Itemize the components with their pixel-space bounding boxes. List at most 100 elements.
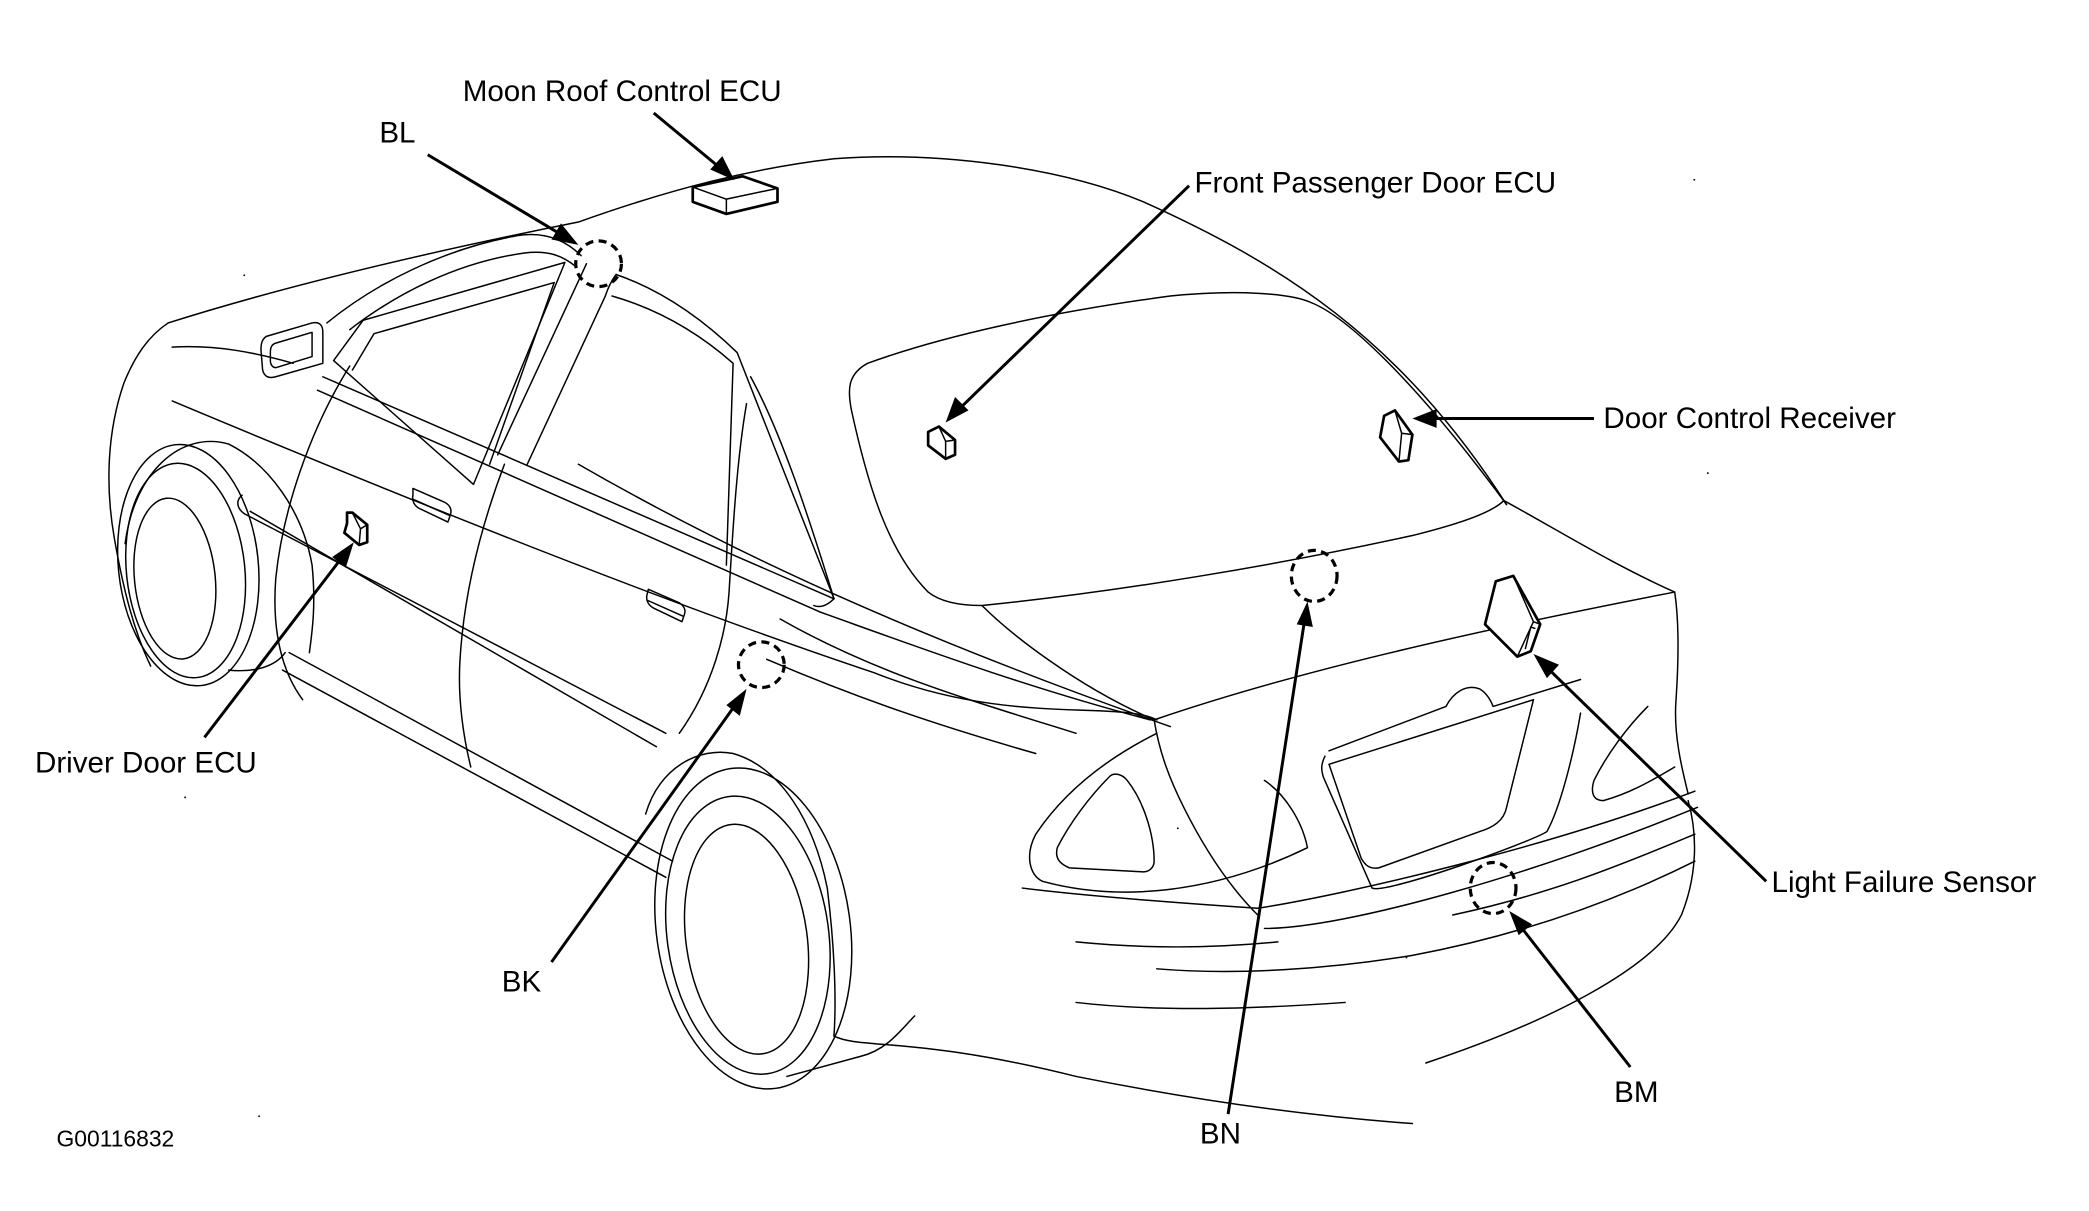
light-failure-sensor-leader <box>1545 666 1768 883</box>
roof-line <box>167 156 1508 506</box>
b-pillar-right <box>526 273 617 465</box>
front-window-frame-inner <box>351 281 555 465</box>
rear-bumper-mid <box>1263 806 1699 930</box>
bn-leader <box>1226 618 1307 1115</box>
side-molding-lower <box>249 510 658 748</box>
rear-bumper-top <box>1021 790 1696 909</box>
rear-quarter-upper <box>819 611 1151 721</box>
moon-roof-ecu-box-icon <box>691 174 779 216</box>
bl-leader <box>426 153 566 239</box>
rear-wheel-arch <box>644 751 836 1037</box>
rear-bumper-lower-edge <box>1075 1001 1346 1010</box>
rear-bumper-line-1 <box>1075 941 1279 948</box>
c-pillar-right <box>1310 302 1508 506</box>
light-failure-sensor-box-icon <box>1483 574 1542 658</box>
window-sill-upper <box>322 376 835 600</box>
connector-bk-marker[interactable] <box>736 640 786 690</box>
hood-line <box>108 322 169 667</box>
rear-tire-outer <box>654 767 853 1090</box>
car-body-outline <box>108 156 1699 1125</box>
windshield-frame-inner <box>348 251 577 331</box>
license-plate-recess <box>1321 712 1582 890</box>
rear-bumper-line-3 <box>1156 860 1696 973</box>
front-passenger-ecu-arrowhead <box>945 396 969 423</box>
beltline-crease-lower <box>577 463 1172 728</box>
moon-roof-ecu-box-edge <box>692 186 779 215</box>
rear-tire-inner <box>664 795 831 1075</box>
connector-bn-marker[interactable] <box>1289 548 1339 604</box>
moon-roof-ecu-arrowhead <box>710 156 735 181</box>
bm-leader <box>1518 924 1632 1068</box>
front-tire-inner <box>124 462 247 679</box>
rear-window-frame-outer <box>615 273 835 608</box>
license-plate-recess-outer <box>1328 678 1582 752</box>
front-passenger-ecu-leader <box>956 184 1191 412</box>
moon-roof-control-ecu-part[interactable] <box>691 174 779 216</box>
front-door-front-edge <box>274 365 351 701</box>
door-control-receiver-arrowhead <box>1412 409 1437 428</box>
rear-bumper-line-2 <box>1452 833 1696 916</box>
front-wheel-rim <box>133 497 217 660</box>
bk-arrowhead <box>726 688 747 716</box>
connector-bl-marker[interactable] <box>574 239 624 289</box>
side-mirror-inner <box>269 331 313 369</box>
trunk-lid-top <box>981 591 1676 721</box>
door-control-receiver-box-edge <box>1394 409 1414 463</box>
front-door-handle <box>411 487 452 523</box>
door-control-receiver-part[interactable] <box>1378 409 1414 463</box>
rear-body-lower <box>833 1035 1414 1125</box>
front-window-frame-outer <box>332 261 566 486</box>
label-front-passenger-door-ecu: Front Passenger Door ECU <box>1194 166 1556 199</box>
b-pillar-left <box>496 262 588 456</box>
door-control-receiver-box-icon <box>1378 409 1414 463</box>
front-wheel-bottom <box>227 651 286 672</box>
side-mirror-outer <box>260 321 324 379</box>
driver-door-ecu-box-edge <box>351 511 368 546</box>
figure-id: G00116832 <box>56 1125 174 1151</box>
rear-fender-crease-1 <box>779 618 1077 735</box>
beltline-crease <box>171 400 1158 721</box>
right-tail-light <box>1591 705 1676 802</box>
driver-door-ecu-leader <box>203 553 346 739</box>
label-driver-door-ecu: Driver Door ECU <box>35 746 257 779</box>
trunk-right-edge <box>1503 499 1689 795</box>
front-wheel-arch <box>124 440 315 654</box>
rear-fender-crease-2 <box>765 658 1037 755</box>
front-door-rear-edge <box>458 463 506 768</box>
rocker-upper <box>288 651 674 862</box>
label-bn: BN <box>1200 1118 1241 1151</box>
label-light-failure-sensor: Light Failure Sensor <box>1772 866 2037 899</box>
scan-specks <box>184 178 1709 1118</box>
light-failure-sensor-arrowhead <box>1533 653 1560 679</box>
bl-arrowhead <box>551 223 579 245</box>
label-bm: BM <box>1614 1076 1658 1109</box>
front-tire-outer <box>116 443 260 687</box>
left-tail-light-outer <box>1028 732 1309 893</box>
label-moon-roof-control-ecu: Moon Roof Control ECU <box>463 75 782 108</box>
rear-bumper-bottom <box>1425 799 1696 1064</box>
connector-bm-marker[interactable] <box>1468 860 1518 916</box>
label-door-control-receiver: Door Control Receiver <box>1603 402 1896 435</box>
driver-door-ecu-part[interactable] <box>343 511 369 547</box>
hood-crease <box>171 345 294 365</box>
moon-roof-ecu-leader <box>652 111 725 173</box>
driver-door-ecu-box-icon <box>343 511 369 547</box>
rear-window-frame-inner <box>611 295 734 566</box>
bn-arrowhead <box>1296 601 1313 628</box>
label-bk: BK <box>502 966 542 999</box>
front-passenger-door-ecu-part[interactable] <box>926 425 957 461</box>
license-plate <box>1328 698 1535 869</box>
side-molding-upper <box>237 494 667 735</box>
bm-arrowhead <box>1509 910 1533 936</box>
bk-leader <box>550 701 739 963</box>
rear-door-handle <box>645 588 686 623</box>
front-passenger-ecu-box-edge <box>938 425 956 460</box>
rear-door-rear-edge <box>678 402 748 735</box>
window-sill-lower <box>316 389 822 613</box>
light-failure-sensor-part[interactable] <box>1483 574 1542 658</box>
left-tail-light-inner <box>1055 773 1155 873</box>
rear-wheel-rim <box>683 823 810 1055</box>
label-bl: BL <box>379 117 415 150</box>
